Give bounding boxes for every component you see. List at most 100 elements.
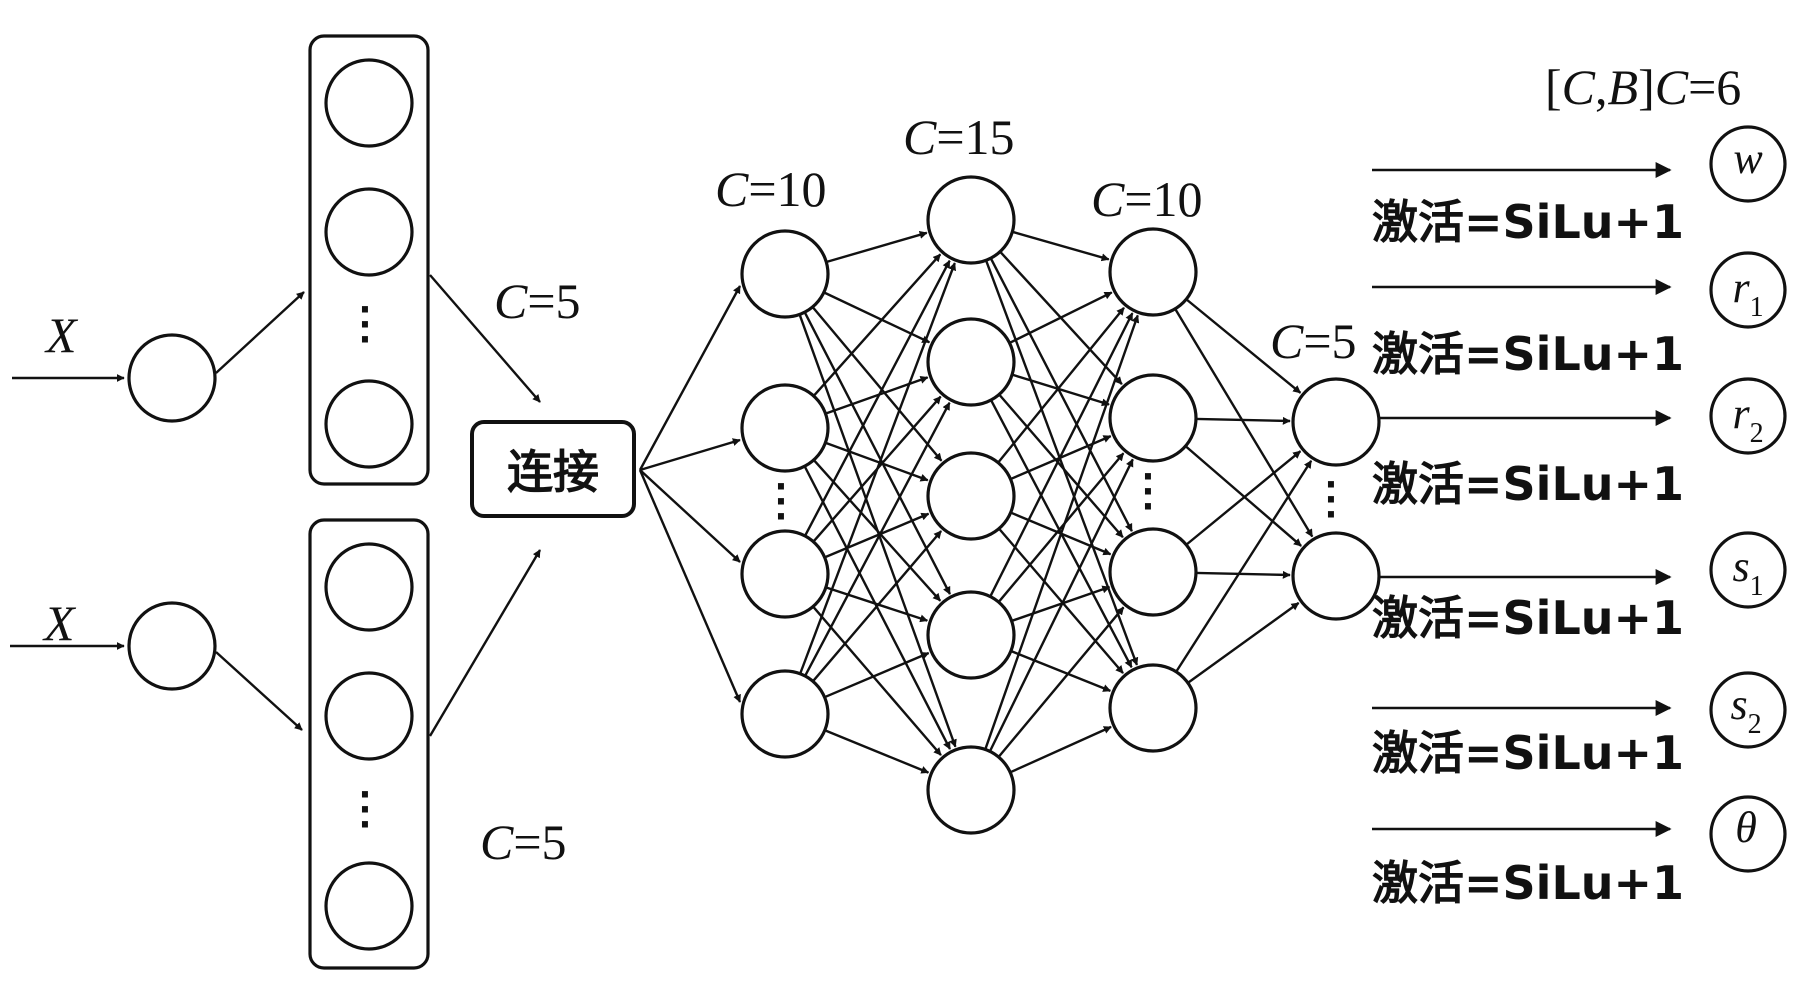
lower-branch-channel-value: =5: [513, 814, 567, 870]
input-neuron-upper: [127, 333, 217, 423]
output-header-comma: ,: [1595, 59, 1608, 115]
output-symbol-s2: s2: [1711, 683, 1781, 739]
layer2-to-layer3-edge: [998, 527, 1124, 674]
layer2-to-layer3-edge: [989, 312, 1134, 598]
layer2-to-layer3-edge: [1009, 725, 1112, 774]
output-symbol-w: w: [1713, 137, 1783, 193]
output-header-bracket-left: [: [1545, 59, 1562, 115]
layer1-to-layer2-edge: [812, 459, 942, 602]
layer3-neuron: [1108, 227, 1198, 317]
activation-label-r1: 激活=SiLu+1: [1372, 327, 1685, 381]
layer3-to-layer4-edge: [1187, 601, 1300, 684]
output-neuron-theta: [1709, 795, 1787, 873]
layer1-neuron: [740, 383, 830, 473]
upper-branch-channel-var: C: [494, 273, 528, 329]
output-header-bracket-right: ]: [1638, 59, 1655, 115]
lower-branch-ellipsis: ···: [358, 775, 372, 845]
output-symbol-r2-sub: 2: [1749, 418, 1764, 449]
output-header-c2: C: [1654, 59, 1689, 115]
output-neuron-s2: [1709, 671, 1787, 749]
layer3-neuron: [1108, 527, 1198, 617]
layer2-to-layer3-edge: [984, 259, 1139, 666]
layer4-neuron: [1291, 531, 1381, 621]
upper-branch-frame: [308, 34, 430, 486]
layer3-to-layer4-edge: [1195, 416, 1291, 425]
layer2-neuron: [926, 590, 1016, 680]
layer4-channel-label: C=5: [1270, 316, 1357, 366]
layer1-to-layer2-edge: [803, 311, 951, 595]
layer2-channel-label: C=15: [903, 112, 1015, 162]
layer2-to-layer3-edge: [1011, 373, 1110, 407]
input-label-upper: X: [46, 307, 77, 363]
lower-branch-neuron: [324, 861, 414, 951]
activation-label-s2: 激活=SiLu+1: [1372, 726, 1685, 780]
activation-label-w: 激活=SiLu+1: [1372, 195, 1685, 249]
output-symbol-r1: r1: [1713, 266, 1783, 322]
output-symbol-theta: θ: [1711, 806, 1781, 862]
layer2-to-layer3-edge: [997, 452, 1125, 603]
output-symbol-theta-text: θ: [1735, 803, 1757, 852]
upper-branch-neuron: [324, 187, 414, 277]
output-header-label: [C,B]C=6: [1545, 62, 1741, 112]
upper-branch-ellipsis: ···: [358, 290, 372, 360]
activation-label-r2: 激活=SiLu+1: [1372, 457, 1685, 511]
layer3-to-layer4-edge: [1195, 570, 1291, 579]
layer1-channel-value: =10: [748, 161, 827, 217]
concat-node: 连接: [470, 420, 636, 518]
layer1-to-layer2-edge: [812, 253, 942, 397]
layer1-to-layer2-edge: [799, 262, 956, 675]
upper-branch-channel-label: C=5: [494, 276, 581, 326]
layer3-to-layer4-edge: [1175, 460, 1313, 673]
lower-branch-frame: [308, 518, 430, 970]
layer3-neuron: [1108, 373, 1198, 463]
layer3-to-layer4-edge: [1184, 445, 1302, 547]
concat-to-layer1-edge: [638, 469, 742, 703]
input-to-lower-branch-arrow: [215, 651, 303, 731]
output-symbol-s1: s1: [1713, 545, 1783, 601]
layer1-to-layer2-edge: [812, 605, 942, 756]
output-header-b: B: [1607, 59, 1639, 115]
lower-branch-to-concat-arrow: [428, 549, 542, 737]
layer1-to-layer2-edge: [825, 586, 929, 623]
layer2-channel-value: =15: [936, 109, 1015, 165]
layer1-ellipsis: ···: [774, 467, 788, 537]
layer1-neuron: [740, 229, 830, 319]
layer1-to-layer2-edge: [823, 291, 931, 344]
layer2-to-layer3-edge: [997, 306, 1125, 464]
layer3-to-layer4-edge: [1185, 450, 1302, 546]
activation-label-s1: 激活=SiLu+1: [1372, 591, 1685, 645]
lower-branch-neuron: [324, 671, 414, 761]
layer1-to-layer2-edge: [803, 260, 951, 537]
layer1-to-layer2-edge: [824, 651, 930, 699]
output-symbol-r1-sub: 1: [1749, 292, 1764, 323]
output-neuron-w: [1709, 125, 1787, 203]
layer1-to-layer2-edge: [811, 306, 943, 462]
upper-branch-channel-value: =5: [527, 273, 581, 329]
layer1-neuron: [740, 669, 830, 759]
layer3-channel-value: =10: [1124, 171, 1203, 227]
layer1-neuron: [740, 529, 830, 619]
layer2-to-layer3-edge: [1011, 585, 1111, 623]
output-neuron-r1: [1709, 251, 1787, 329]
input-label-lower: X: [44, 595, 75, 651]
concat-to-layer1-edge: [639, 469, 741, 563]
output-symbol-w-text: w: [1733, 134, 1763, 183]
layer2-to-layer3-edge: [1010, 649, 1112, 692]
layer3-neuron: [1108, 663, 1198, 753]
activation-label-theta: 激活=SiLu+1: [1372, 856, 1685, 910]
layer1-to-layer2-edge: [824, 729, 930, 774]
layer1-to-layer2-edge: [811, 530, 943, 683]
input-to-upper-branch-arrow: [215, 291, 305, 374]
layer3-channel-var: C: [1091, 171, 1125, 227]
layer2-to-layer3-edge: [989, 257, 1133, 532]
upper-branch-neuron: [324, 379, 414, 469]
layer2-to-layer3-edge: [998, 393, 1124, 539]
layer2-to-layer3-edge: [1009, 291, 1113, 345]
layer1-channel-label: C=10: [715, 164, 827, 214]
concat-to-layer1-edge: [638, 285, 742, 471]
layer4-channel-var: C: [1270, 313, 1304, 369]
output-header-c: C: [1561, 59, 1596, 115]
layer4-channel-value: =5: [1303, 313, 1357, 369]
layer2-neuron: [926, 175, 1016, 265]
layer4-neuron: [1291, 377, 1381, 467]
